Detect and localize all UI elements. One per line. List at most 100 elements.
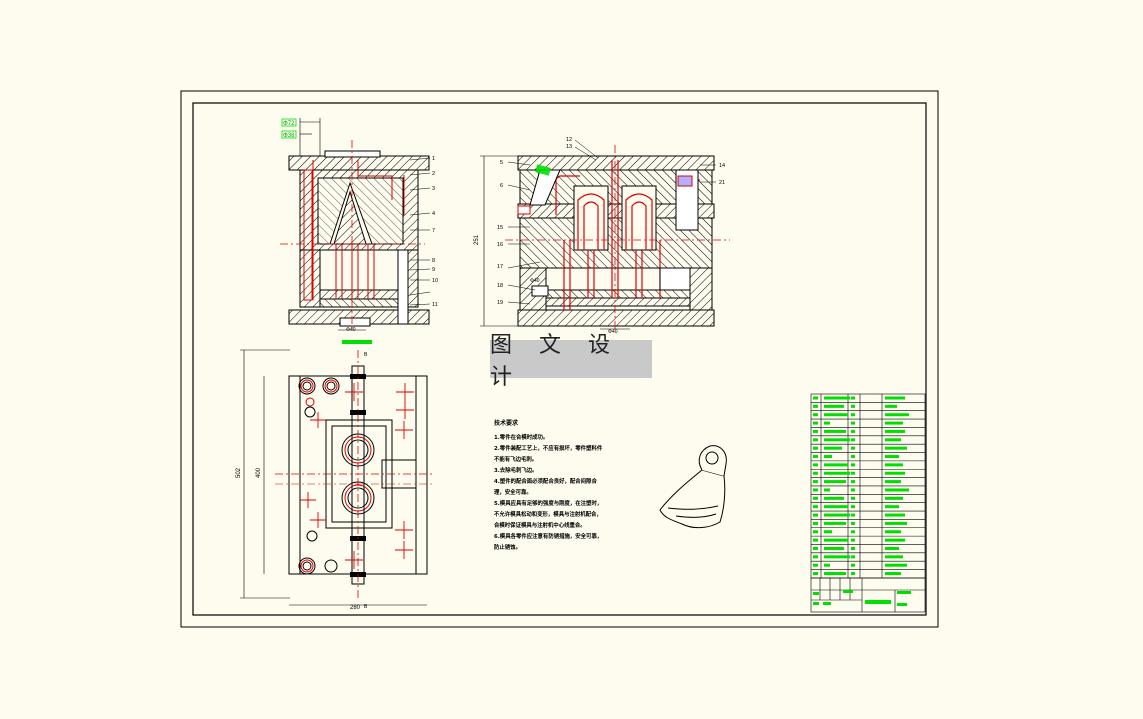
bom-fill <box>813 413 818 417</box>
dim-left-top-a: Φ72 <box>283 121 295 127</box>
balloon-label: 14 <box>719 163 725 169</box>
bom-fill <box>824 413 848 417</box>
watermark: 图 文 设 计 <box>490 333 652 390</box>
bom-fill <box>851 530 855 534</box>
bom-fill <box>813 538 818 542</box>
bom-fill <box>885 513 905 517</box>
balloon-label: 16 <box>497 242 503 248</box>
bom-fill <box>885 563 907 567</box>
bom-fill <box>885 413 909 417</box>
bom-fill <box>885 530 901 534</box>
bom-fill <box>851 463 855 467</box>
bom-fill <box>885 438 901 442</box>
dim-left-bottom: Φ40 <box>346 327 356 333</box>
bom-fill <box>813 471 818 475</box>
bom-fill <box>824 446 842 450</box>
bom-fill <box>885 538 905 542</box>
bom-fill <box>813 488 818 492</box>
balloon-label: 2 <box>432 171 435 177</box>
bom-fill <box>824 555 850 559</box>
balloon-label: 1 <box>432 156 435 162</box>
bom-fill <box>813 513 818 517</box>
title-block-fills <box>813 590 911 606</box>
balloon-label: 18 <box>497 283 503 289</box>
bom-fill <box>813 421 818 425</box>
bom-fill <box>813 572 818 576</box>
bom-fill <box>824 521 846 525</box>
bom-fill <box>813 396 818 400</box>
bom-fill <box>885 429 905 433</box>
bom-fill <box>851 446 855 450</box>
balloon-label: 12 <box>566 137 572 143</box>
bom-fill <box>813 563 818 567</box>
bom-fill <box>813 446 818 450</box>
bom-fill <box>824 421 830 425</box>
requirement-item: 2.零件装配工艺上，不应有损坏，零件塑料件不能有飞边毛刺。 <box>494 446 603 463</box>
bom-green-fills <box>813 396 909 576</box>
bom-fill <box>851 521 855 525</box>
dim-left-top-b: Φ38 <box>283 133 295 139</box>
requirement-item: 6.模具各零件应注意有防锈措施，安全可靠，防止锈蚀。 <box>494 534 603 551</box>
balloon-label: 3 <box>432 186 435 192</box>
bom-fill <box>824 471 850 475</box>
bom-fill <box>813 555 818 559</box>
bom-fill <box>813 429 818 433</box>
bom-fill <box>851 513 855 517</box>
balloon-label: 4 <box>432 211 435 217</box>
bom-fill <box>813 404 818 408</box>
bom-fill <box>885 480 901 484</box>
bom-fill <box>851 505 855 509</box>
dim-plan-height-outer: 502 <box>236 467 242 478</box>
bom-fill <box>824 538 848 542</box>
balloon-label: 13 <box>566 144 572 150</box>
requirement-item: 3.去除毛刺飞边。 <box>494 468 538 474</box>
dim-right-mid: Φ40 <box>530 278 540 284</box>
bom-fill <box>813 463 818 467</box>
bom-fill <box>813 505 818 509</box>
bom-fill <box>813 438 818 442</box>
bom-fill <box>824 438 850 442</box>
balloon-label: 9 <box>432 267 435 273</box>
balloon-label: 6 <box>500 183 503 189</box>
section-mark-bottom: B <box>364 604 368 610</box>
balloon-label: 15 <box>497 225 503 231</box>
bom-fill <box>813 496 818 500</box>
bom-fill <box>824 463 848 467</box>
bom-fill <box>885 496 903 500</box>
bom-fill <box>824 480 846 484</box>
plan-view: 502 400 280 B B <box>236 349 432 611</box>
balloon-label: 11 <box>432 302 438 308</box>
bom-fill <box>824 530 832 534</box>
bom-fill <box>813 530 818 534</box>
bom-fill <box>885 396 905 400</box>
bom-fill <box>824 396 850 400</box>
bom-fill <box>851 404 855 408</box>
left-section-view: Φ72 Φ38 Φ40 1 2 3 4 7 8 9 10 <box>280 118 438 344</box>
bom-fill <box>851 421 855 425</box>
bom-fill <box>885 471 905 475</box>
inner-border <box>192 102 927 616</box>
bom-fill <box>885 455 899 459</box>
bom-fill <box>813 546 818 550</box>
bom-fill <box>851 488 855 492</box>
bom-fill <box>824 488 830 492</box>
requirement-item: 5.模具应具有足够的强度与刚度，在注塑时，不允许模具松动和变形，模具与注射机配合… <box>494 501 603 529</box>
right-section-view: 251 Φ40 Φ40 12 13 5 6 15 16 17 18 19 <box>474 137 730 335</box>
balloon-label: 5 <box>500 160 503 166</box>
balloon-label: 10 <box>432 278 438 284</box>
bom-fill <box>885 546 899 550</box>
section-mark-top: B <box>364 352 368 358</box>
balloon-label: 8 <box>432 258 435 264</box>
bom-fill <box>813 455 818 459</box>
bom-fill <box>851 546 855 550</box>
dim-plan-width: 280 <box>350 605 361 611</box>
bom-fill <box>824 505 848 509</box>
bom-fill <box>851 471 855 475</box>
dim-right-bottom: Φ40 <box>608 329 618 335</box>
bom-fill <box>885 446 907 450</box>
bom-fill <box>885 404 897 408</box>
bom-fill <box>824 496 844 500</box>
bom-fill <box>824 563 830 567</box>
bom-fill <box>813 480 818 484</box>
dim-right-height: 251 <box>474 234 480 245</box>
